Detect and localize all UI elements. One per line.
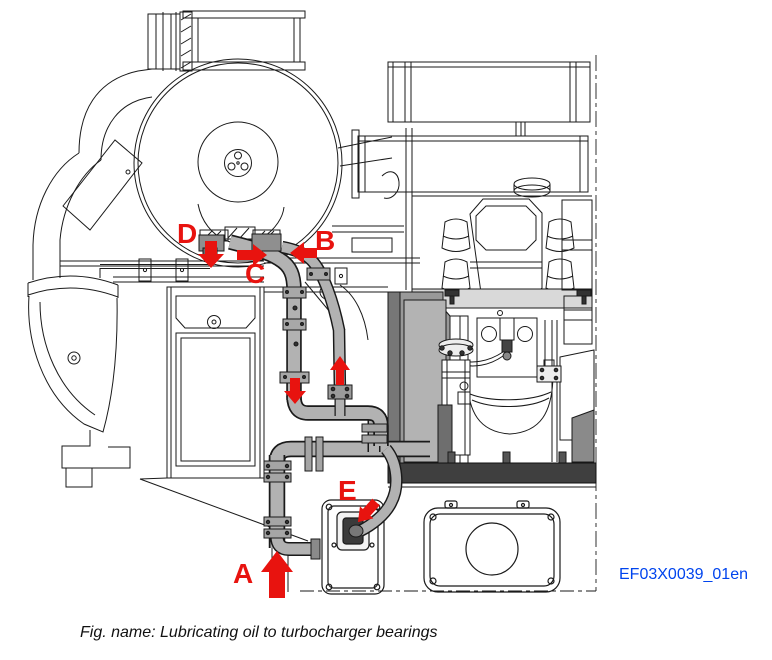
flow-arrow-d: [198, 241, 224, 268]
flow-arrow-b: [290, 242, 317, 264]
flow-label-d: D: [177, 218, 197, 249]
platform-rails: [60, 257, 420, 285]
valve-tappet-cups: [441, 218, 575, 292]
engine-base-rail: [387, 462, 597, 488]
flow-arrow-mid-down: [284, 378, 306, 404]
figure-reference-code: EF03X0039_01en: [619, 566, 748, 583]
flow-arrow-c: [237, 244, 267, 266]
figure-caption: Fig. name: Lubricating oil to turbocharg…: [80, 624, 438, 641]
intake-elbow: [32, 68, 153, 280]
flow-label-b: B: [315, 225, 335, 256]
flow-arrow-e: [357, 498, 380, 523]
flow-annotations: D B C E A: [177, 218, 380, 598]
crankcase-cover: [423, 500, 561, 593]
flow-arrow-a: [261, 551, 293, 598]
slanted-bracket: [62, 139, 143, 231]
flow-label-c: C: [245, 258, 265, 289]
exhaust-ducting: [332, 61, 591, 290]
flow-arrow-mid-up: [330, 356, 350, 385]
flow-label-a: A: [233, 558, 253, 589]
flow-label-e: E: [338, 475, 357, 506]
engine-line-art: [27, 10, 597, 591]
intake-bell: [27, 275, 131, 488]
top-duct: [182, 10, 306, 71]
filter-feed-pipe: [348, 444, 403, 538]
fuel-pump-assembly: [437, 317, 567, 468]
